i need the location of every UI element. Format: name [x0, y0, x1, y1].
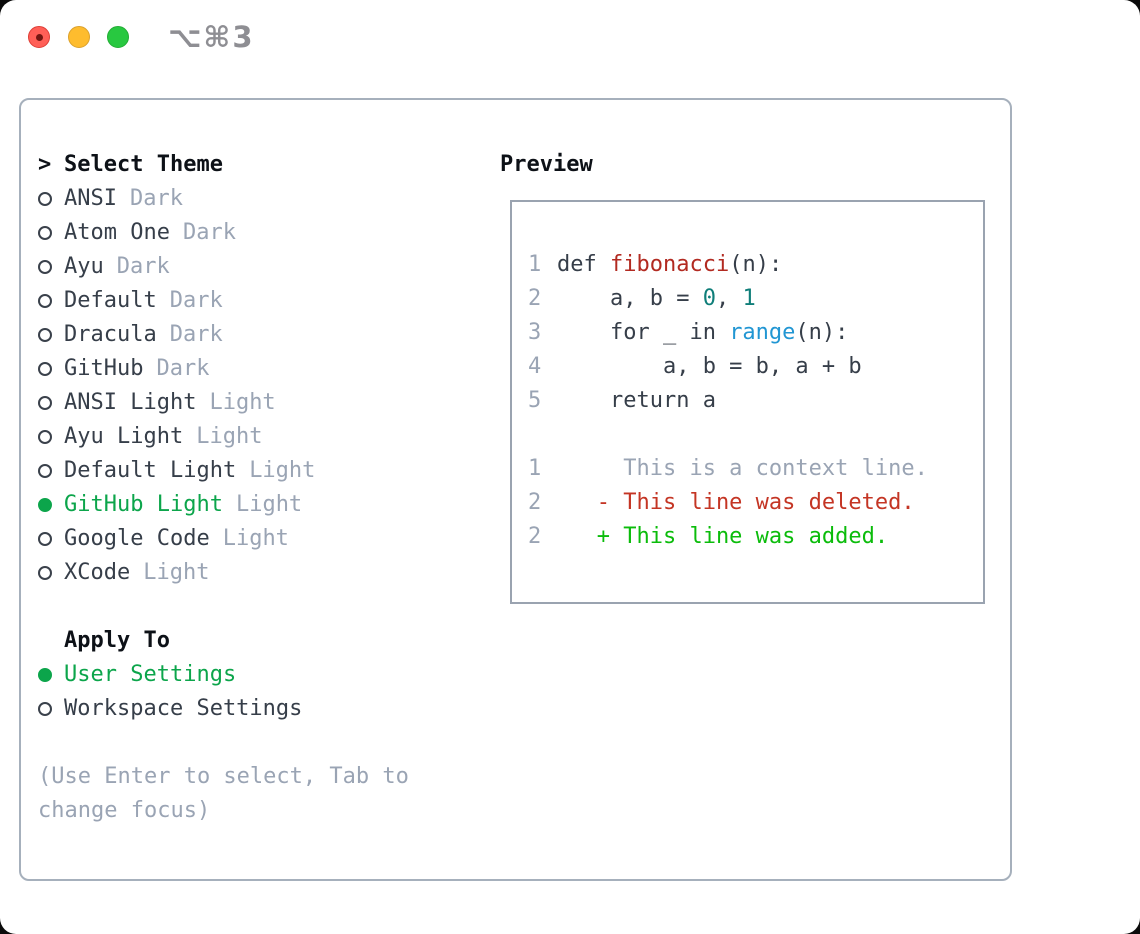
diff-line-added: 2 + This line was added. — [528, 520, 983, 554]
apply-option-label: User Settings — [64, 662, 237, 687]
code-line: 4 a, b = b, a + b — [528, 350, 983, 384]
spacer — [38, 590, 478, 624]
radio-icon — [38, 702, 64, 716]
theme-item-ansi-dark[interactable]: ANSI Dark — [38, 182, 478, 216]
radio-icon — [38, 464, 64, 478]
diff-text: - This line was deleted. — [557, 490, 915, 515]
line-number: 5 — [528, 388, 542, 413]
hint-text: (Use Enter to select, Tab to — [38, 764, 409, 789]
code-text: return a — [557, 388, 716, 413]
radio-icon — [38, 192, 64, 206]
code-text: a, b = b, a + b — [557, 354, 862, 379]
theme-variant: Dark — [169, 288, 223, 313]
radio-icon — [38, 566, 64, 580]
line-number: 3 — [528, 320, 542, 345]
theme-name: GitHub Light — [64, 492, 223, 517]
theme-name: Default Light — [64, 458, 237, 483]
theme-name: Ayu — [64, 254, 104, 279]
radio-icon — [38, 396, 64, 410]
theme-variant: Light — [143, 560, 210, 585]
cursor-prefix-icon: > — [38, 152, 52, 177]
theme-item-github-dark[interactable]: GitHub Dark — [38, 352, 478, 386]
diff-line-deleted: 2 - This line was deleted. — [528, 486, 983, 520]
theme-name: GitHub — [64, 356, 144, 381]
code-line: 1 def fibonacci(n): — [528, 248, 983, 282]
radio-icon — [38, 532, 64, 546]
code-text: a, b = 0, 1 — [557, 286, 756, 311]
theme-variant: Dark — [182, 220, 236, 245]
preview-box: 1 def fibonacci(n): 2 a, b = 0, 1 3 for … — [510, 200, 985, 604]
line-number: 1 — [528, 252, 542, 277]
theme-list-header: > Select Theme — [38, 148, 478, 182]
theme-item-ayu-light[interactable]: Ayu Light Light — [38, 420, 478, 454]
theme-item-ayu-dark[interactable]: Ayu Dark — [38, 250, 478, 284]
theme-variant: Light — [235, 492, 303, 517]
theme-name: ANSI — [64, 186, 117, 211]
radio-icon — [38, 294, 64, 308]
theme-variant: Dark — [156, 356, 210, 381]
radio-icon — [38, 430, 64, 444]
apply-option-workspace-settings[interactable]: Workspace Settings — [38, 692, 478, 726]
theme-variant: Light — [249, 458, 316, 483]
theme-item-google-code[interactable]: Google Code Light — [38, 522, 478, 556]
theme-item-atom-one-dark[interactable]: Atom One Dark — [38, 216, 478, 250]
line-number: 2 — [528, 524, 542, 549]
radio-icon — [38, 226, 64, 240]
close-button-icon[interactable] — [28, 26, 50, 48]
theme-variant: Light — [222, 526, 289, 551]
line-number: 4 — [528, 354, 542, 379]
code-line: 3 for _ in range(n): — [528, 316, 983, 350]
theme-variant: Light — [196, 424, 263, 449]
diff-line-context: 1 This is a context line. — [528, 452, 983, 486]
theme-list: > Select Theme ANSI Dark Atom One Dark A… — [38, 148, 478, 828]
section-title-apply-to: Apply To — [64, 628, 170, 653]
theme-item-default-light[interactable]: Default Light Light — [38, 454, 478, 488]
section-title-select-theme: Select Theme — [64, 152, 223, 177]
theme-name: Default — [64, 288, 157, 313]
radio-icon — [38, 260, 64, 274]
code-text: for _ in range(n): — [557, 320, 849, 345]
apply-option-label: Workspace Settings — [64, 696, 303, 721]
radio-selected-icon — [38, 668, 64, 682]
theme-name: Atom One — [64, 220, 170, 245]
theme-name: ANSI Light — [64, 390, 197, 415]
theme-item-dracula-dark[interactable]: Dracula Dark — [38, 318, 478, 352]
line-number: 2 — [528, 490, 542, 515]
theme-item-xcode[interactable]: XCode Light — [38, 556, 478, 590]
theme-name: XCode — [64, 560, 131, 585]
theme-name: Ayu Light — [64, 424, 184, 449]
theme-item-github-light[interactable]: GitHub Light Light — [38, 488, 478, 522]
line-number: 1 — [528, 456, 542, 481]
radio-icon — [38, 328, 64, 342]
theme-name: Dracula — [64, 322, 157, 347]
apply-option-user-settings[interactable]: User Settings — [38, 658, 478, 692]
spacer — [38, 726, 478, 760]
theme-name: Google Code — [64, 526, 210, 551]
theme-variant: Dark — [129, 186, 183, 211]
theme-item-ansi-light[interactable]: ANSI Light Light — [38, 386, 478, 420]
line-number: 2 — [528, 286, 542, 311]
code-line: 5 return a — [528, 384, 983, 418]
code-text: def fibonacci(n): — [557, 252, 783, 277]
apply-to-header: Apply To — [38, 624, 478, 658]
window-title: ⌥⌘3 — [168, 20, 255, 54]
theme-item-default-dark[interactable]: Default Dark — [38, 284, 478, 318]
diff-text: This is a context line. — [557, 456, 928, 481]
spacer — [528, 418, 983, 452]
theme-variant: Light — [209, 390, 276, 415]
code-line: 2 a, b = 0, 1 — [528, 282, 983, 316]
radio-icon — [38, 362, 64, 376]
diff-text: + This line was added. — [557, 524, 889, 549]
minimize-button-icon[interactable] — [68, 26, 90, 48]
hint-text: change focus) — [38, 798, 211, 823]
theme-variant: Dark — [116, 254, 170, 279]
radio-selected-icon — [38, 498, 64, 512]
theme-variant: Dark — [169, 322, 223, 347]
preview-title: Preview — [500, 152, 593, 177]
zoom-button-icon[interactable] — [107, 26, 129, 48]
